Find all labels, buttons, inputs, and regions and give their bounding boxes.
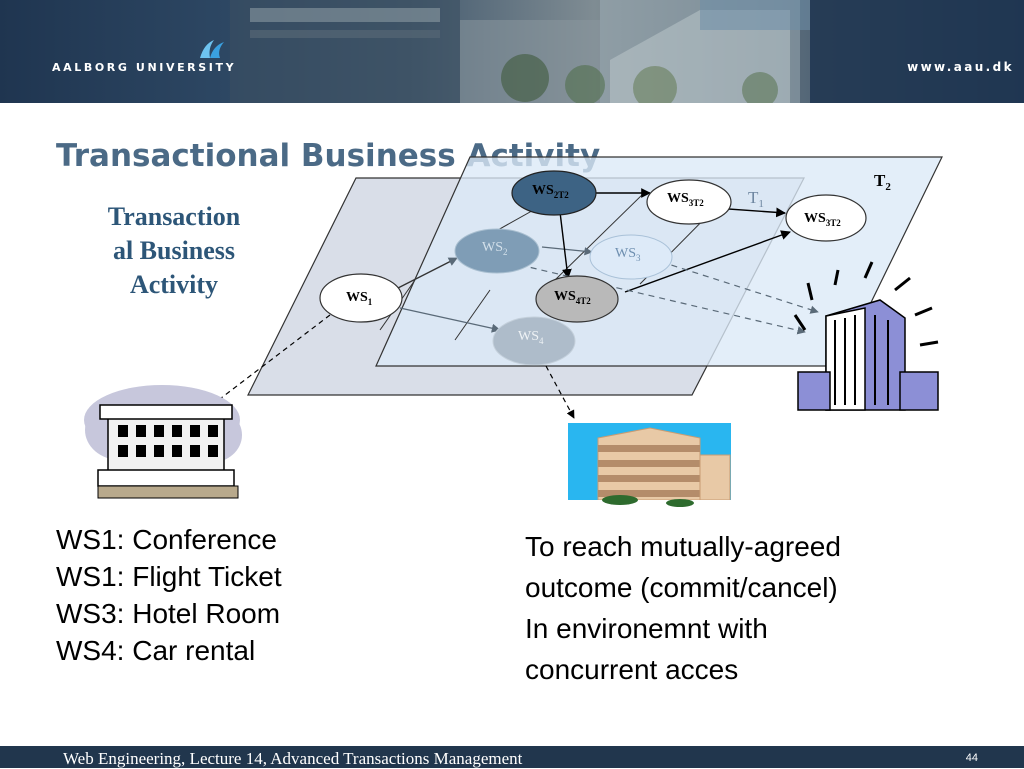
service-list-item: WS4: Car rental: [56, 635, 256, 666]
side-label-line: al Business: [112, 236, 236, 265]
goal-line: In environemnt with: [525, 613, 768, 644]
service-list-item: WS1: Conference: [56, 524, 277, 555]
svg-text:WS3T2: WS3T2: [804, 211, 841, 228]
node-ws4: WS4: [492, 316, 576, 366]
svg-text:WS4T2: WS4T2: [554, 289, 591, 306]
node-ws2t2: WS2T2: [511, 170, 597, 216]
transaction-diagram: T1 T2 WS1 WS2 WS3 WS4 WS2T2 WS3T2: [84, 156, 943, 513]
node-ws1: WS1: [319, 273, 403, 323]
header-banner: AALBORG UNIVERSITY www.aau.dk: [0, 0, 1024, 103]
flight-building-icon: [793, 261, 939, 411]
page-number: 44: [965, 752, 978, 764]
node-ws3: WS3: [589, 234, 673, 280]
plane-label-t1: T1: [748, 188, 764, 210]
service-list-item: WS1: Flight Ticket: [56, 561, 282, 592]
hotel-building-icon: [568, 423, 731, 513]
footer-lecture-title: Web Engineering, Lecture 14, Advanced Tr…: [63, 749, 523, 768]
university-url: www.aau.dk: [907, 60, 1014, 74]
side-label-line: Transaction: [107, 202, 241, 231]
node-ws3t2-a: WS3T2: [646, 179, 732, 225]
service-list-item: WS3: Hotel Room: [56, 598, 281, 629]
svg-text:WS2: WS2: [482, 240, 508, 257]
goal-line: To reach mutually-agreed: [525, 531, 841, 562]
node-ws4t2: WS4T2: [535, 275, 619, 323]
svg-text:WS4: WS4: [518, 329, 544, 346]
conference-hotel-icon: [84, 385, 242, 499]
goal-line: concurrent acces: [525, 654, 739, 685]
side-label-line: Activity: [129, 270, 219, 299]
node-ws3t2-b: WS3T2: [785, 194, 867, 242]
svg-text:WS1: WS1: [346, 290, 373, 307]
svg-text:WS3: WS3: [615, 246, 641, 263]
node-ws2: WS2: [454, 228, 540, 274]
service-list: WS1: Conference WS1: Flight Ticket WS3: …: [56, 521, 282, 669]
svg-text:WS3T2: WS3T2: [667, 191, 704, 208]
svg-text:WS2T2: WS2T2: [532, 183, 569, 200]
plane-label-t2: T2: [874, 171, 891, 193]
goal-description: To reach mutually-agreed outcome (commit…: [525, 526, 841, 690]
campus-photo: [230, 0, 1024, 103]
university-logo-text: AALBORG UNIVERSITY: [52, 61, 237, 74]
aau-logo-icon: [200, 40, 224, 58]
side-label: Transaction al Business Activity: [74, 200, 274, 302]
footer-bar: Web Engineering, Lecture 14, Advanced Tr…: [0, 746, 1024, 768]
goal-line: outcome (commit/cancel): [525, 572, 838, 603]
